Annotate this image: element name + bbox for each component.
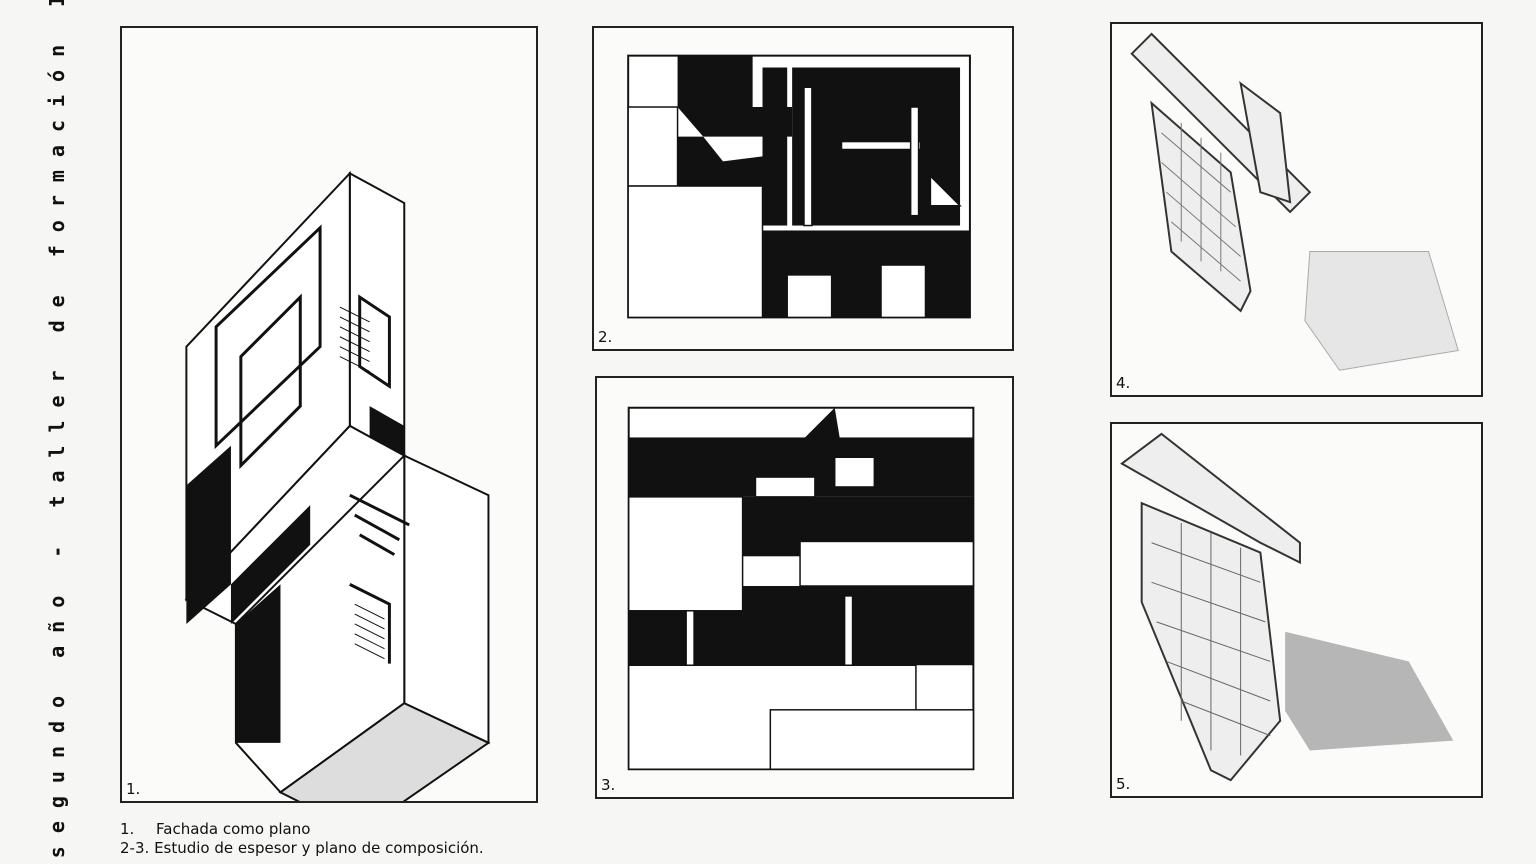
figure-2-plan: 2. — [592, 26, 1014, 351]
figure-1-isometric-facade: 1. — [120, 26, 538, 803]
isometric-drawing — [184, 170, 491, 801]
figure-5-sketch: 5. — [1110, 422, 1483, 798]
caption-item: 1. Fachada como plano — [120, 820, 484, 839]
caption-number: 1. — [120, 820, 135, 838]
caption-number: 2-3. — [120, 839, 150, 857]
figure-number: 2. — [598, 328, 613, 346]
figure-number: 5. — [1116, 775, 1131, 793]
sketch-drawing — [1130, 32, 1459, 371]
side-title: segundo año - taller de formación I — [45, 0, 69, 859]
sketch-drawing — [1120, 432, 1454, 782]
figure-number: 1. — [126, 780, 141, 798]
figure-3-plan: 3. — [595, 376, 1014, 799]
caption-list: 1. Fachada como plano 2-3. Estudio de esp… — [120, 820, 484, 858]
caption-item: 2-3. Estudio de espesor y plano de compo… — [120, 839, 484, 858]
caption-text: Fachada como plano — [156, 820, 311, 838]
figure-number: 4. — [1116, 374, 1131, 392]
figure-4-sketch: 4. — [1110, 22, 1483, 397]
caption-text: Estudio de espesor y plano de composició… — [154, 839, 484, 857]
plan-drawing — [627, 54, 971, 319]
figure-number: 3. — [601, 776, 616, 794]
plan-drawing — [627, 406, 975, 771]
